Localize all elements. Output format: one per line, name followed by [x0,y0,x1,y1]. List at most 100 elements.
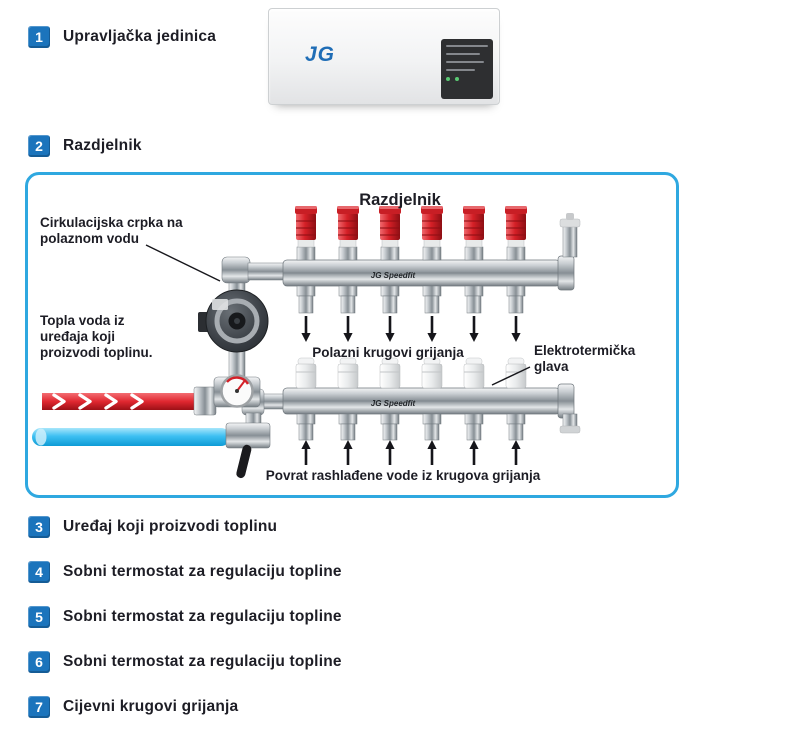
actuator-cap-icon [463,357,485,389]
item-number-badge: 5 [28,606,50,628]
valve-handle-icon [236,444,252,479]
jg-logo: JG [305,43,336,66]
pipe-connector-icon [422,285,442,314]
item-number-badge: 7 [28,696,50,718]
actuator-cap-icon [295,357,317,389]
drain-fitting-icon [562,413,578,428]
diagram-title: Razdjelnik [359,191,441,209]
item-number-badge: 2 [28,135,50,157]
down-arrow-icon [510,314,522,344]
air-vent-icon [559,213,581,258]
down-arrow-icon [300,314,312,344]
supply-flow-arrows [300,314,522,344]
flow-meter-icon [294,205,318,261]
actuator-caps [295,357,527,389]
pump-label-line [145,244,221,282]
list-item-7: 7 Cijevni krugovi grijanja [28,696,238,718]
item-number-badge: 4 [28,561,50,583]
item-label: Cijevni krugovi grijanja [63,698,239,715]
flow-meter-icon [504,205,528,261]
item-label: Sobni termostat za regulaciju topline [63,608,342,625]
pump-label: Cirkulacijska crpka na polaznom vodu [40,215,183,247]
flow-meter-icon [336,205,360,261]
manifold-illustration: JG Speedfit [32,205,581,479]
top-manifold-bar: JG Speedfit [282,255,575,291]
pipe-connector-icon [464,413,484,441]
item-number-badge: 1 [28,26,50,48]
pipe-connector-icon [380,413,400,441]
item-label: Uređaj koji proizvodi toplinu [63,518,278,535]
thermo-head-label-line [491,366,531,386]
actuator-cap-icon [337,357,359,389]
pipe-connector-icon [338,413,358,441]
flow-arrow-icon [104,393,118,410]
item-label: Sobni termostat za regulaciju topline [63,563,342,580]
list-item-4: 4 Sobni termostat za regulaciju topline [28,561,342,583]
control-unit-image: JG [268,8,500,105]
flow-meters [294,205,528,261]
thermometer-gauge-icon [220,374,254,408]
list-item-1: 1 Upravljačka jedinica [28,26,216,48]
thermo-head-label: Elektrotermička glava [534,343,636,375]
list-item-6: 6 Sobni termostat za regulaciju topline [28,651,342,673]
pipe-connector-icon [506,285,526,314]
return-flow-label: Povrat rashlađene vode iz krugova grijan… [265,468,541,483]
flow-arrow-icon [52,393,66,410]
actuator-cap-icon [421,357,443,389]
pipe-connector-icon [422,413,442,441]
circulation-pump-icon [198,289,269,353]
item-label: Sobni termostat za regulaciju topline [63,653,342,670]
up-arrow-icon [342,438,354,467]
led-icon [446,77,450,81]
flow-meter-icon [462,205,486,261]
red-supply-pipe [42,393,200,410]
control-unit-terminal-panel [441,39,493,99]
return-connectors [296,413,526,441]
item-label: Upravljačka jedinica [63,28,217,45]
flow-meter-icon [378,205,402,261]
hot-water-label: Topla voda iz uređaja koji proizvodi top… [40,313,153,361]
led-indicators [446,77,488,81]
down-arrow-icon [468,314,480,344]
blue-return-pipe [32,428,230,446]
down-arrow-icon [426,314,438,344]
list-item-2: 2 Razdjelnik [28,135,142,157]
item-label: Razdjelnik [63,137,142,154]
brand-text: JG Speedfit [371,271,416,280]
manifold-diagram: JG Speedfit [25,172,679,498]
list-item-3: 3 Uređaj koji proizvodi toplinu [28,516,277,538]
flow-meter-icon [420,205,444,261]
pipe-connector-icon [464,285,484,314]
control-unit-body: JG [268,8,500,105]
up-arrow-icon [510,438,522,467]
item-number-badge: 6 [28,651,50,673]
return-flow-arrows [300,438,522,467]
flow-arrow-icon [130,393,144,410]
brand-text: JG Speedfit [371,399,416,408]
up-arrow-icon [300,438,312,467]
drain-cap-icon [559,425,581,434]
terminal-row [446,69,476,71]
bottom-manifold-bar: JG Speedfit [282,383,581,434]
pipe-connector-icon [296,285,316,314]
terminal-row [446,61,484,63]
pipe-connector-icon [380,285,400,314]
supply-circuits-label: Polazni krugovi grijanja [312,345,464,360]
item-number-badge: 3 [28,516,50,538]
pipe-connector-icon [338,285,358,314]
supply-connectors [296,285,526,314]
return-ball-valve [225,422,271,479]
up-arrow-icon [468,438,480,467]
list-item-5: 5 Sobni termostat za regulaciju topline [28,606,342,628]
led-icon [455,77,459,81]
terminal-row [446,53,480,55]
terminal-row [446,45,488,47]
down-arrow-icon [384,314,396,344]
actuator-cap-icon [379,357,401,389]
flow-arrow-icon [78,393,92,410]
down-arrow-icon [342,314,354,344]
up-arrow-icon [384,438,396,467]
pipe-connector-icon [296,413,316,441]
pipe-connector-icon [506,413,526,441]
